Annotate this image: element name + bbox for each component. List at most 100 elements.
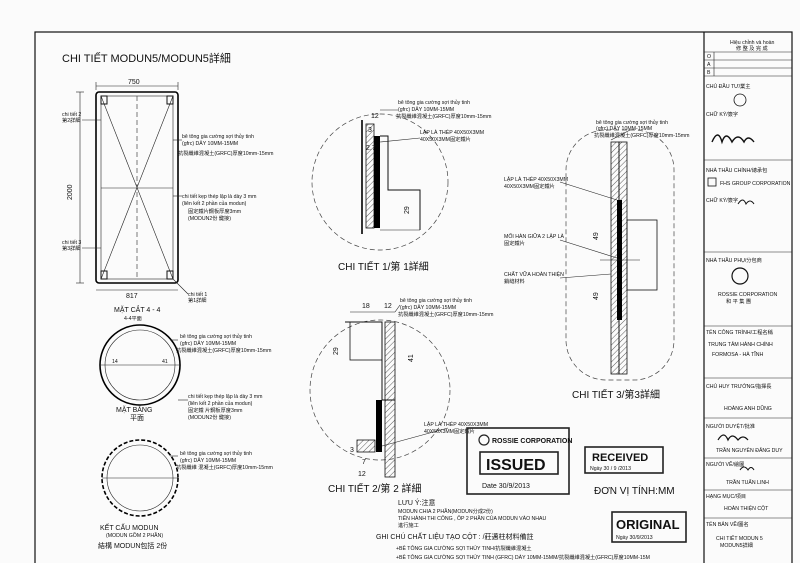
plan-label: MẶT BẰNG	[116, 405, 152, 414]
tb-contractor-sig: CHỮ KÝ/簽字	[706, 196, 738, 204]
unit-label: ĐƠN VỊ TÍNH:MM	[594, 484, 675, 497]
d1-grfc-3: 抗裂纖維混凝土(GRFC)厚度10mm-15mm	[396, 112, 491, 120]
d1-steel-1: LẬP LÀ THÉP 40X50X3MM	[420, 129, 484, 136]
tb-supervisor-label: CHỦ HUY TRƯỞNG/指揮長	[706, 382, 772, 390]
tb-drafter-label: NGƯỜI VẼ/繪圖	[706, 460, 744, 468]
d2-dim-12b: 12	[358, 471, 366, 478]
notes-mat2: +BÊ TÔNG GIA CƯỜNG SỢI THỦY TINH (GFRC) …	[396, 553, 650, 561]
stamp-received-text: RECEIVED	[592, 452, 648, 464]
drafter-signature-icon	[739, 466, 755, 471]
tb-drawing-name2: MODUN5詳細	[720, 541, 753, 549]
notes-luu-y: LƯU Ý:注意	[398, 498, 436, 507]
callout-chitiet2-cn: 第2詳細	[62, 116, 80, 124]
plan-steel-2: (liên kết 2 phần của modun)	[188, 400, 253, 407]
stamp-original-date: Ngày 30/9/2013	[616, 535, 653, 541]
tb-sub-name: ROSSIE CORPORATION	[718, 292, 778, 298]
structure-grfc-1: bê tông gia cường sợi thủy tinh	[180, 450, 252, 457]
section-label-cn: 4-4平面	[124, 315, 142, 322]
d3-steel-1: LẬP LÀ THÉP 40X50X3MM	[504, 176, 568, 183]
tb-owner-sig: CHỮ KÝ/簽字	[706, 110, 738, 118]
structure-grfc-3: 抗裂纖維 混凝土(GRFC)厚度10mm-15mm	[176, 463, 273, 471]
callout-chitiet3: chi tiết 3	[62, 240, 81, 246]
owner-logo-icon	[733, 93, 747, 107]
tb-project-name2: FORMOSA - HÀ TĨNH	[712, 351, 763, 358]
section-label: MẶT CẮT 4 - 4	[114, 305, 161, 314]
tb-sub-name-cn: 和 平 集 團	[726, 297, 751, 305]
tb-row-o: O	[707, 54, 711, 60]
d2-dim-29: 29	[333, 347, 340, 355]
modun-steel-1: chi tiết kẹp thép lập là dày 3 mm	[182, 194, 256, 200]
d3-grfc-1: bê tông gia cường sợi thủy tinh	[596, 119, 668, 126]
modun-elevation: 750 2000 817 chi tiết 2 第2詳細 chi tiết 3 …	[62, 79, 273, 322]
d3-weld-1: MỐI HÀN GIỮA 2 LẬP LÀ	[504, 233, 565, 240]
plan-steel-3: 固定鐵 片鋼板厚度3mm	[188, 406, 242, 414]
dim-750: 750	[128, 79, 140, 86]
notes-ghi-chu: GHI CHÚ CHẤT LIỆU TẠO CỘT : /莊邁柱材料備註	[376, 531, 534, 541]
plan-view: 14 41 bê tông gia cường sợi thủy tinh (g…	[99, 324, 271, 422]
modun-grfc-1: bê tông gia cường sợi thủy tinh	[182, 133, 254, 140]
tb-drawing-name: CHI TIẾT MODUN 5	[716, 535, 763, 542]
notes-line3: 進行施工	[398, 521, 419, 529]
tb-item-name: HOÀN THIỆN CỘT	[724, 504, 769, 512]
plan-grfc-2: (gfrc) DÂY 10MM-15MM	[180, 340, 236, 347]
d1-grfc-1: bê tông gia cường sợi thủy tinh	[398, 99, 470, 106]
tb-owner-label: CHỦ ĐẦU TƯ/業主	[706, 82, 750, 90]
structure-grfc-2: (gfrc) DÂY 10MM-15MM	[180, 457, 236, 464]
d1-dim-12: 12	[371, 113, 379, 120]
stamp-received-date: Ngày 30 / 9 /2013	[590, 466, 631, 472]
d1-dim-29: 29	[404, 206, 411, 214]
tb-contractor-name: FHS GROUP CORPORATION	[720, 181, 791, 187]
d3-grfc-2: (gfrc) DÂY 10MM-15MM	[596, 125, 652, 132]
dim-2000: 2000	[67, 184, 74, 200]
tb-supervisor-name: HOÀNG ANH DŨNG	[724, 405, 772, 412]
d3-title: CHI TIẾT 3/第3詳細	[572, 388, 660, 401]
d3-weld-2: 固定鐵片	[504, 239, 525, 247]
contractor-signature-icon	[737, 199, 755, 206]
d3-dim-bottom: 49	[593, 292, 600, 300]
notes-line1: MODUN CHIA 2 PHẦN(MODUN分成2份)	[398, 507, 493, 515]
callout-chitiet1-cn: 第1詳細	[188, 296, 206, 304]
d2-title: CHI TIẾT 2/第 2 詳細	[328, 482, 422, 495]
tb-designer-label: NGƯỜI DUYỆT/批准	[706, 422, 755, 430]
sheet-border	[34, 31, 793, 563]
d1-title: CHI TIẾT 1/第 1詳細	[338, 260, 429, 273]
notes: LƯU Ý:注意 MODUN CHIA 2 PHẦN(MODUN分成2份) TI…	[376, 484, 675, 561]
d2-steel-1: LẬP LÀ THÉP 40X50X3MM	[424, 421, 488, 428]
notes-line2: TIẾN HÀNH THI CÔNG , ÔP 2 PHẦN CỦA MODUN…	[398, 515, 547, 522]
tb-sub-label: NHÀ THẦU PHỤ/分包商	[706, 256, 762, 264]
stamp-company: ROSSIE CORPORATION	[492, 438, 572, 445]
plan-dim-14: 14	[112, 359, 118, 365]
d2-grfc-1: bê tông gia cường sợi thủy tinh	[400, 297, 472, 304]
tb-project-label: TÊN CÔNG TRÌNH/工程名稱	[706, 328, 774, 336]
d3-joint-1: CHẤT VỮA HOÀN THIỆN	[504, 270, 564, 278]
d3-dim-top: 49	[593, 232, 600, 240]
d2-dim-7: 7	[362, 459, 366, 466]
tb-item-label: HẠNG MỤC/項目	[706, 493, 746, 500]
tb-project-name: TRUNG TÂM HÀNH CHÍNH	[708, 341, 773, 348]
tb-row-b: B	[707, 70, 711, 76]
callout-chitiet2: chi tiết 2	[62, 112, 81, 118]
tb-designer-name: TRẦN NGUYÊN ĐĂNG DUY	[716, 446, 783, 454]
stamp-original-text: ORIGINAL	[616, 517, 680, 532]
plan-grfc-1: bê tông gia cường sợi thủy tinh	[180, 333, 252, 340]
d1-dim-3: 3	[368, 127, 372, 134]
detail-2: 18 12 29 41 3 7 12 bê tông gia cường sợi…	[309, 297, 493, 495]
plan-dim-41: 41	[162, 359, 168, 365]
d2-dim-3: 3	[350, 447, 354, 454]
tb-contractor-label: NHÀ THẦU CHÍNH/總承包	[706, 166, 767, 174]
tb-drawing-label: TÊN BẢN VẼ/圖名	[706, 520, 749, 528]
plan-steel-4: (MODUN2份 鍵接)	[188, 413, 231, 421]
d1-steel-2: 40X50X3MM固定鐵片	[420, 135, 471, 143]
stamp-received: RECEIVED Ngày 30 / 9 /2013	[584, 446, 664, 474]
structure-view: bê tông gia cường sợi thủy tinh (gfrc) D…	[98, 439, 273, 550]
stamp-issued-date: Date 30/9/2013	[482, 483, 530, 490]
d3-steel-2: 40X50X3MM固定鐵片	[504, 182, 555, 190]
plan-grfc-3: 抗裂纖維混凝土(GRFC)厚度10mm-15mm	[176, 346, 271, 354]
contractor-logo-icon	[707, 177, 717, 187]
tb-row-a: A	[707, 62, 711, 68]
stamp-issued: ROSSIE CORPORATION ISSUED Date 30/9/2013	[466, 427, 572, 495]
tb-revision-head2: 修 整 及 完 成	[736, 44, 768, 52]
plan-label-cn: 平面	[130, 414, 144, 422]
